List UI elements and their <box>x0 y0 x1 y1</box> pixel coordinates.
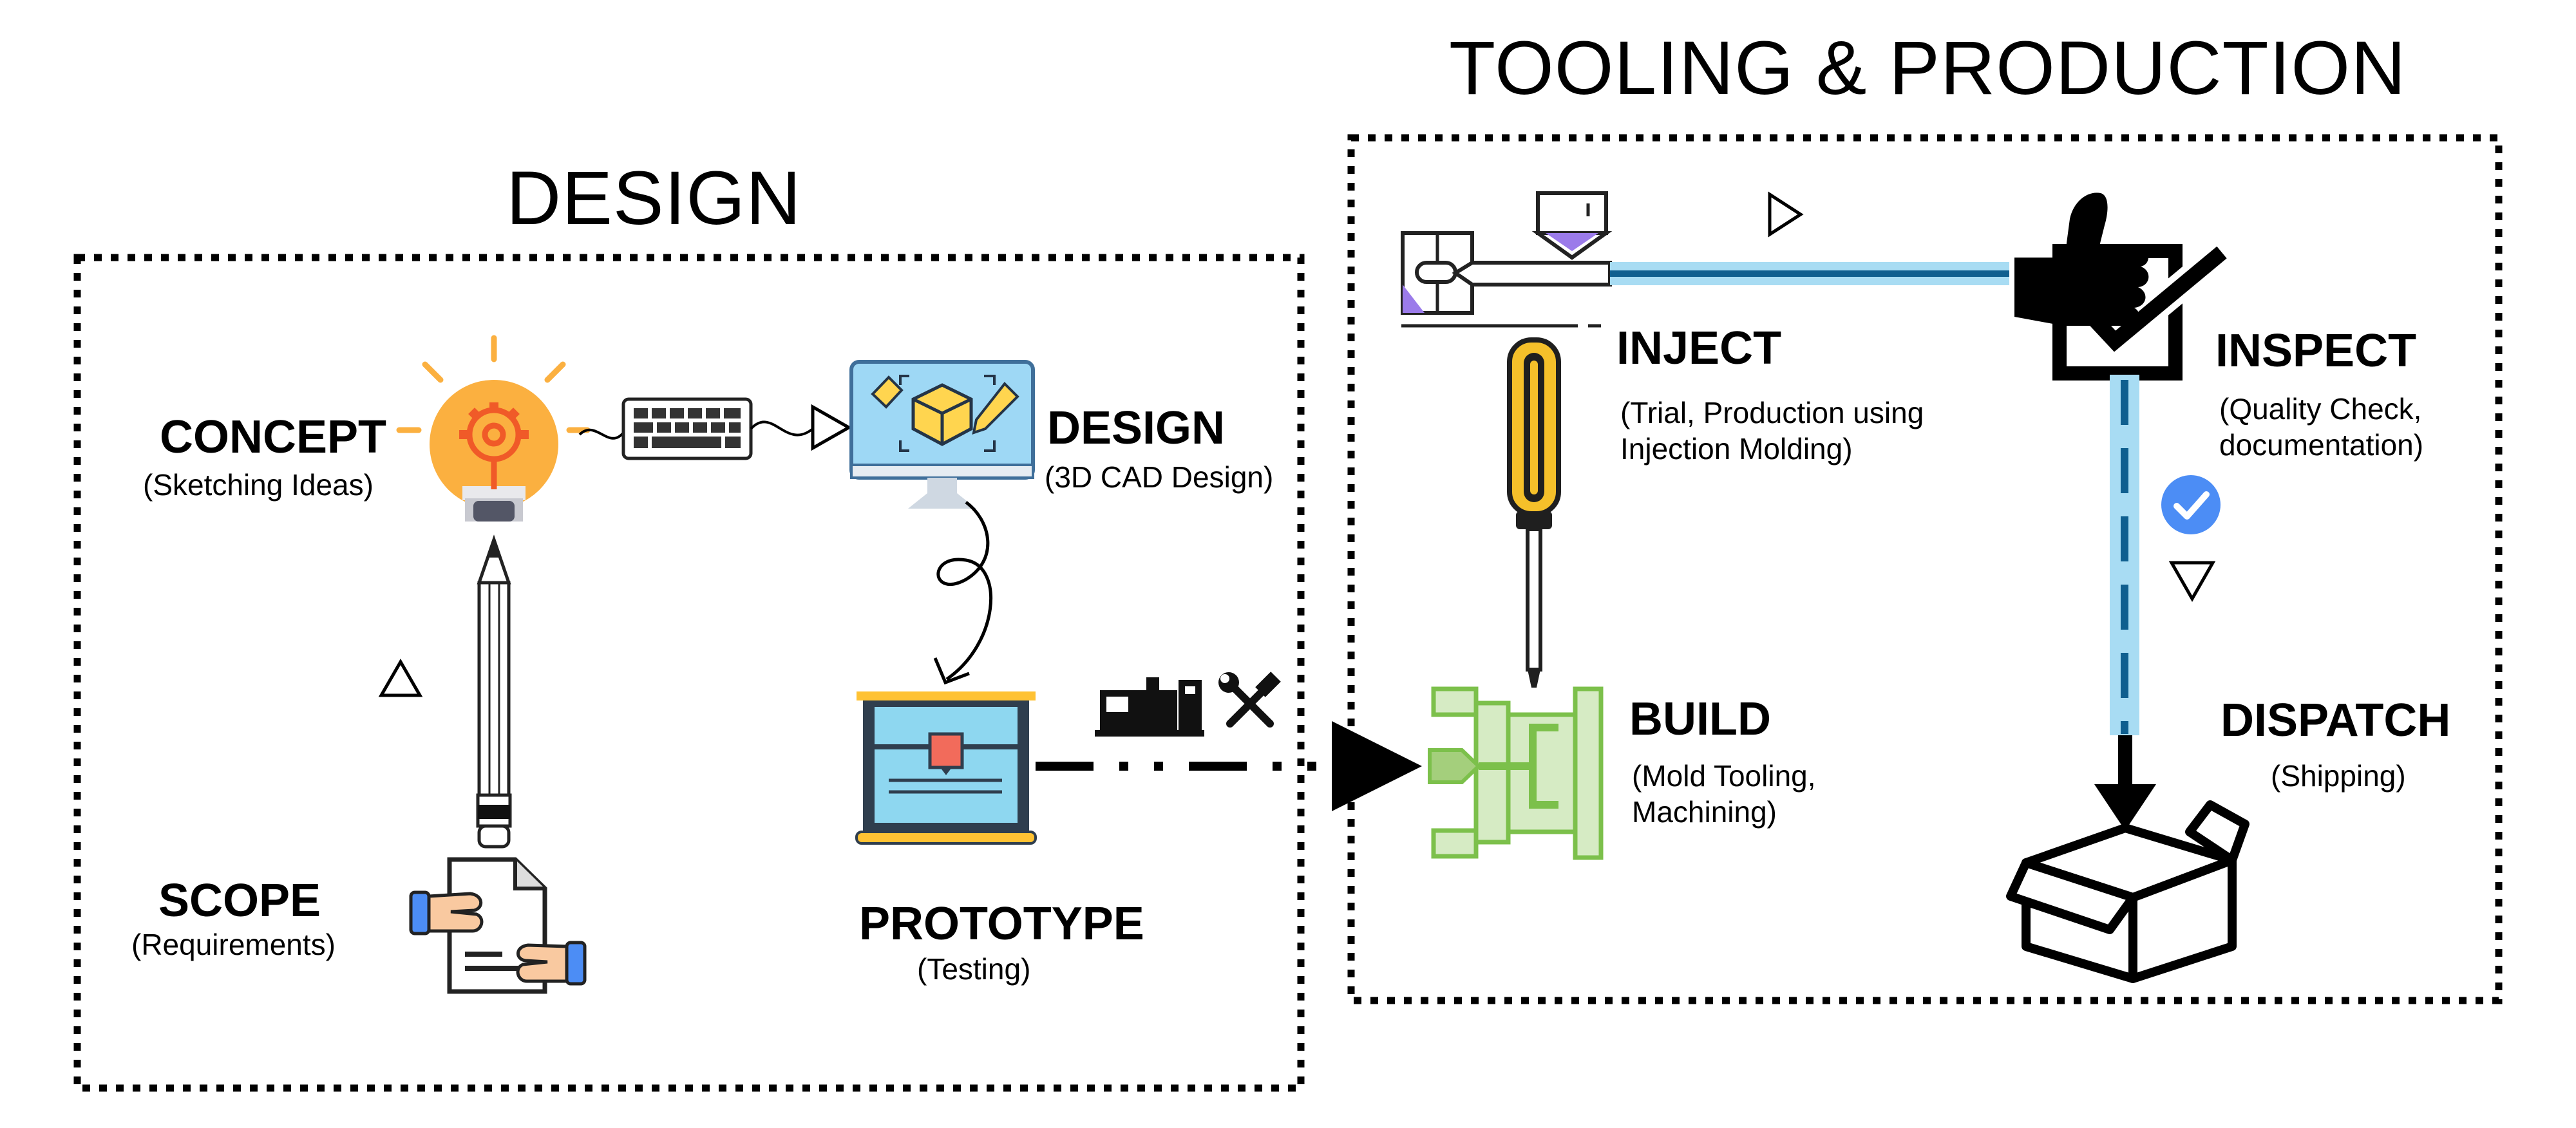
dispatch-detail: (Shipping) <box>2271 759 2406 793</box>
bulb-keyboard-wire <box>578 428 625 440</box>
design-section-frame <box>73 254 1305 1092</box>
scope-label: SCOPE <box>158 875 321 926</box>
inject-label: INJECT <box>1616 323 1782 374</box>
concept-detail: (Sketching Ideas) <box>143 468 374 502</box>
arrow-scope-to-concept <box>378 658 423 697</box>
lightbulb-gear-icon <box>396 335 591 522</box>
pencil-icon <box>476 534 512 849</box>
cnc-machine-icon <box>1095 677 1204 737</box>
injection-machine-icon <box>1401 191 1613 328</box>
inject-detail-line-2: Injection Molding) <box>1620 432 1853 465</box>
tooling-section-frame <box>1347 134 2503 1004</box>
design-step-label: DESIGN <box>1047 402 1226 454</box>
build-detail-line-2: Machining) <box>1632 795 1777 829</box>
hammer-wrench-icon <box>1218 672 1281 728</box>
tooling-section-title: TOOLING & PRODUCTION <box>1449 26 2407 111</box>
inspect-label: INSPECT <box>2215 325 2417 377</box>
scope-detail: (Requirements) <box>131 928 336 961</box>
design-step-detail: (3D CAD Design) <box>1045 460 1274 494</box>
document-handshake-icon <box>409 857 587 994</box>
arrow-inject-to-inspect <box>1768 191 1804 238</box>
keyboard-monitor-cable <box>750 420 814 437</box>
inject-detail-line-1: (Trial, Production using <box>1620 396 1924 429</box>
open-box-icon <box>2006 800 2249 983</box>
arrow-inspect-to-dispatch <box>2168 561 2216 603</box>
mold-tool-icon <box>1428 686 1604 860</box>
keyboard-icon <box>621 397 753 460</box>
prototype-label: PROTOTYPE <box>859 898 1144 950</box>
3d-printer-icon <box>855 691 1037 845</box>
inspect-detail-line-2: documentation) <box>2219 428 2424 462</box>
build-detail-line-1: (Mold Tooling, <box>1632 759 1816 793</box>
inspect-detail-line-1: (Quality Check, <box>2219 392 2422 426</box>
arrow-design-to-prototype <box>936 501 993 681</box>
thumbs-up-check-icon <box>2014 193 2231 381</box>
design-section-title: DESIGN <box>506 156 802 241</box>
arrow-keyboard-to-design <box>811 404 853 451</box>
build-label: BUILD <box>1629 693 1771 745</box>
screwdriver-icon <box>1507 337 1561 688</box>
dispatch-label: DISPATCH <box>2221 695 2451 746</box>
prototype-detail: (Testing) <box>917 952 1031 986</box>
concept-label: CONCEPT <box>160 411 387 463</box>
cad-monitor-icon <box>849 360 1035 509</box>
verified-badge-icon <box>2161 475 2221 534</box>
